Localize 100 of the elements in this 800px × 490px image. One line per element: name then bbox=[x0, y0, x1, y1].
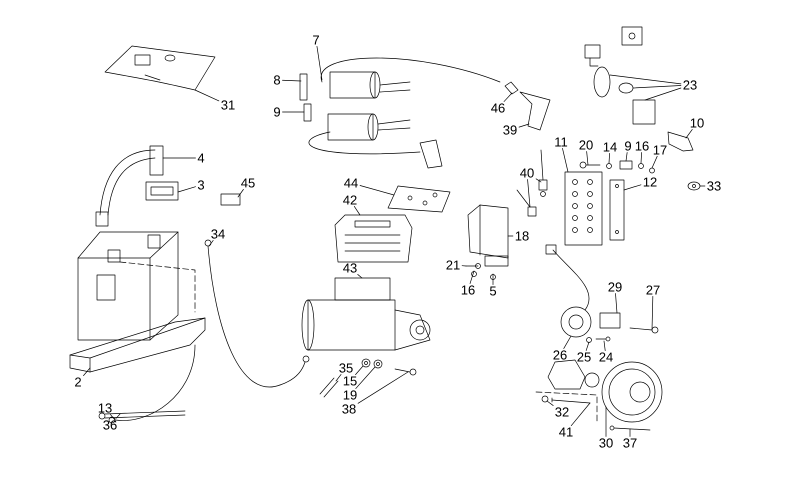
leader-line bbox=[536, 178, 542, 182]
callout-number: 5 bbox=[490, 286, 496, 296]
callout-number: 16 bbox=[462, 285, 475, 295]
leader-line bbox=[608, 152, 610, 164]
leader-line bbox=[354, 206, 360, 216]
callout-number: 41 bbox=[559, 428, 573, 436]
leader-line bbox=[316, 46, 322, 80]
bolt-drawing bbox=[610, 426, 650, 430]
leader-line bbox=[527, 179, 530, 208]
washer-drawing bbox=[542, 396, 548, 402]
gasket-sheet-drawing bbox=[388, 186, 450, 212]
leader-line bbox=[355, 366, 364, 375]
washer-drawing bbox=[638, 163, 644, 169]
callout-number: 35 bbox=[339, 363, 353, 373]
pickup-drawing bbox=[546, 244, 592, 338]
leader-line bbox=[652, 156, 658, 168]
callout-number: 14 bbox=[604, 142, 617, 152]
nut-drawing bbox=[649, 168, 655, 174]
leader-line bbox=[615, 293, 618, 314]
callout-number: 16 bbox=[636, 141, 649, 151]
spark-plug-drawing bbox=[538, 150, 548, 197]
callout-number: 15 bbox=[344, 376, 357, 386]
callout-number: 23 bbox=[683, 80, 697, 90]
leader-line bbox=[686, 129, 693, 138]
leader-line bbox=[610, 74, 682, 84]
leader-line bbox=[626, 152, 628, 162]
leader-line bbox=[282, 80, 302, 82]
nut-drawing bbox=[471, 271, 477, 277]
starter-cover-drawing bbox=[334, 214, 412, 262]
callout-number: 46 bbox=[491, 103, 505, 113]
leader-line bbox=[546, 400, 554, 406]
leader-line bbox=[470, 270, 474, 284]
bolt-drawing bbox=[300, 74, 308, 100]
sensor-drawing bbox=[516, 190, 536, 216]
rubber-boot-drawing bbox=[668, 132, 694, 152]
leader-line bbox=[652, 296, 654, 330]
bracket-plate-drawing bbox=[610, 180, 624, 240]
switch-body-drawing bbox=[632, 100, 656, 124]
alternator-drawing bbox=[602, 362, 662, 422]
callout-number: 36 bbox=[103, 420, 117, 430]
battery-tray-drawing bbox=[70, 318, 206, 372]
leader-line bbox=[178, 186, 196, 192]
callout-number: 43 bbox=[343, 263, 357, 273]
callout-number: 3 bbox=[198, 180, 204, 190]
leader-line bbox=[116, 414, 120, 419]
spacer-drawing bbox=[620, 160, 632, 170]
washer-drawing bbox=[606, 163, 612, 169]
nut-drawing bbox=[490, 274, 496, 280]
fitting-drawing bbox=[220, 194, 240, 206]
bolt-drawing bbox=[580, 162, 600, 168]
leader-line bbox=[632, 85, 682, 88]
callout-number: 26 bbox=[553, 350, 567, 360]
callout-number: 20 bbox=[579, 140, 593, 150]
callout-number: 13 bbox=[98, 403, 112, 413]
screw-drawing bbox=[596, 336, 610, 342]
leader-line bbox=[518, 124, 530, 128]
callout-number: 33 bbox=[707, 181, 721, 191]
leader-line bbox=[462, 265, 466, 266]
callout-number: 34 bbox=[211, 229, 225, 239]
sleeve-drawing bbox=[304, 104, 312, 122]
sleeve-drawing bbox=[600, 312, 620, 328]
leader-line bbox=[570, 402, 590, 426]
callout-number: 10 bbox=[690, 118, 704, 128]
leader-line bbox=[640, 152, 642, 164]
washer-drawing bbox=[374, 360, 382, 368]
callout-number: 30 bbox=[599, 438, 613, 448]
sticker-drawing bbox=[104, 46, 216, 90]
regulator-drawing bbox=[468, 204, 508, 266]
callout-number: 24 bbox=[599, 352, 613, 362]
callout-number: 8 bbox=[274, 75, 280, 85]
callout-number: 9 bbox=[625, 141, 631, 151]
bolt-drawing bbox=[394, 368, 416, 376]
leader-line bbox=[355, 366, 376, 389]
leader-line bbox=[110, 414, 116, 420]
callout-number: 21 bbox=[446, 260, 460, 270]
starter-motor-drawing bbox=[302, 278, 430, 350]
terminal-drawing bbox=[320, 378, 338, 398]
leader-line bbox=[644, 88, 682, 100]
callout-number: 7 bbox=[313, 36, 319, 44]
leader-line bbox=[336, 374, 342, 382]
fuse-box-drawing bbox=[564, 172, 602, 246]
leader-line bbox=[563, 336, 572, 349]
spark-plug-cap-drawing bbox=[520, 92, 550, 130]
leader-line bbox=[357, 274, 362, 278]
callout-number: 42 bbox=[343, 195, 357, 205]
bezel-drawing bbox=[618, 82, 634, 94]
leader-line bbox=[238, 189, 244, 198]
leader-line bbox=[586, 342, 590, 351]
washer-drawing bbox=[362, 358, 370, 368]
callout-number: 9 bbox=[274, 107, 280, 117]
callout-number: 12 bbox=[644, 177, 657, 187]
battery-cable-drawing bbox=[204, 240, 310, 388]
lock-cylinder-drawing bbox=[594, 66, 610, 98]
leader-line bbox=[360, 185, 394, 196]
leader-line bbox=[624, 184, 642, 190]
callout-number: 2 bbox=[75, 377, 81, 387]
leader-line bbox=[83, 368, 90, 376]
callout-number: 38 bbox=[342, 404, 356, 414]
bolt-drawing bbox=[630, 326, 658, 334]
leader-line bbox=[194, 90, 220, 102]
